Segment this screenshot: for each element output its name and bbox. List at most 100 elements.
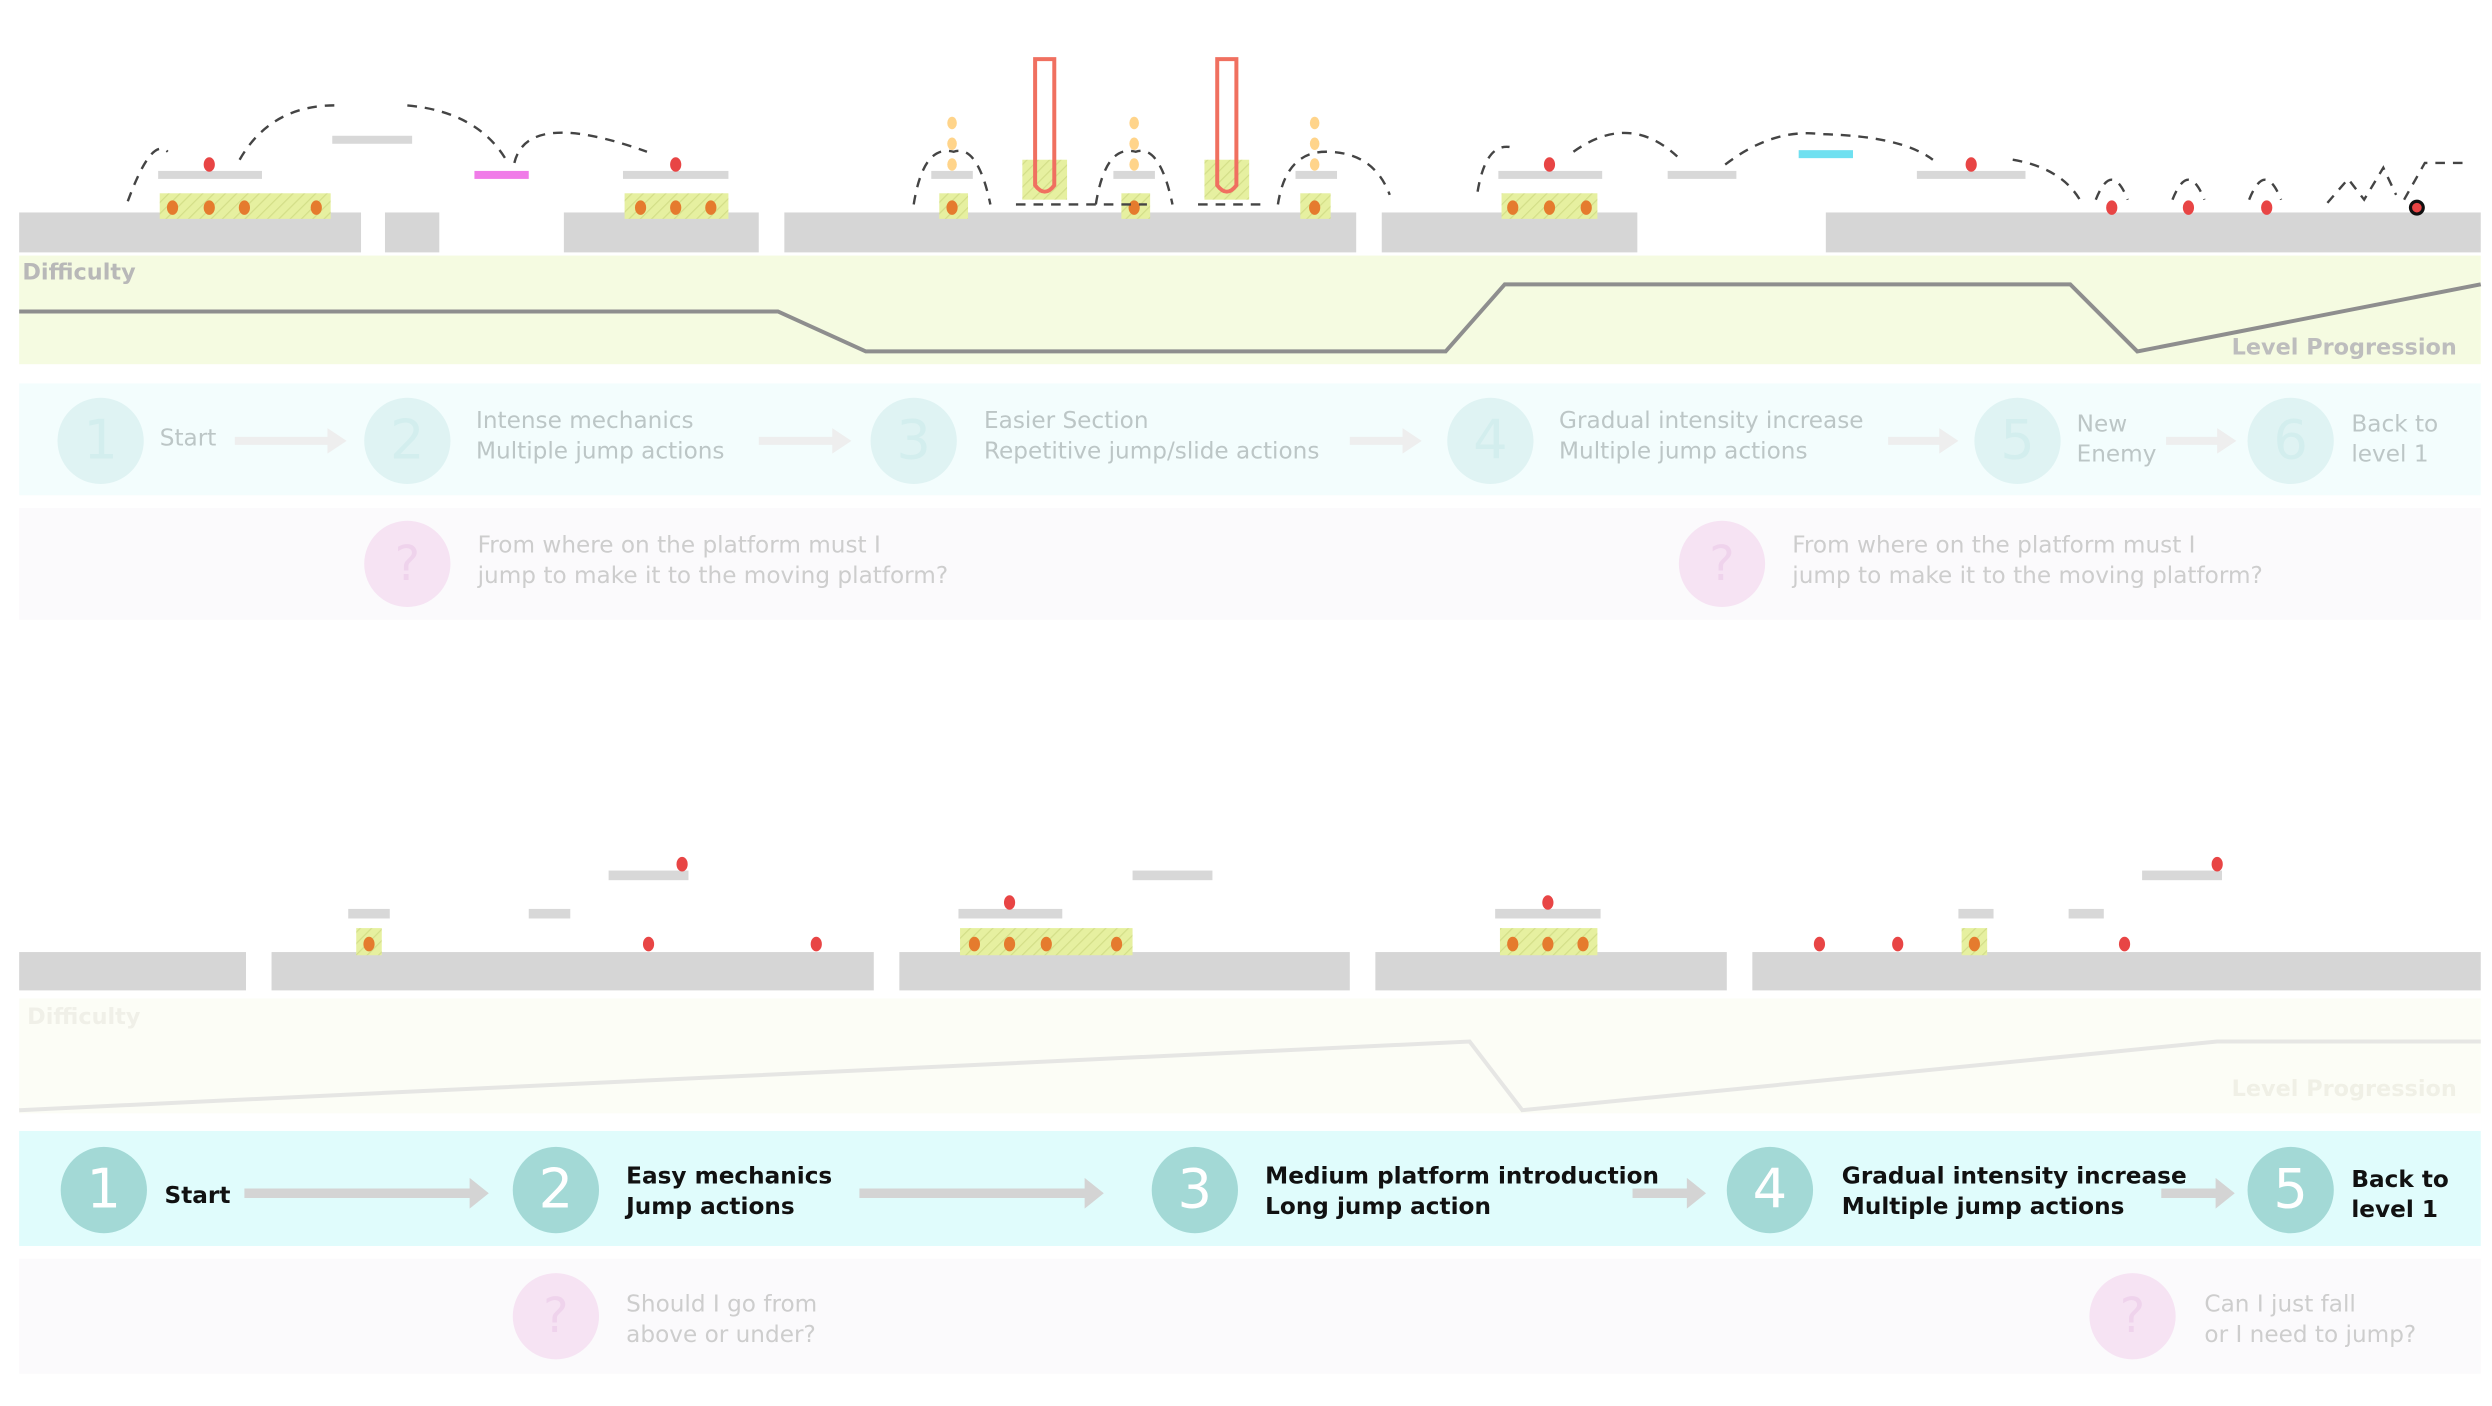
floating-platform bbox=[528, 908, 571, 919]
jump-trajectory bbox=[1276, 150, 1391, 205]
collectible-dot bbox=[1003, 936, 1016, 952]
floating-platform bbox=[1495, 908, 1601, 919]
ground-platform bbox=[19, 952, 246, 991]
enemy-dot bbox=[1543, 157, 1556, 172]
step-number-circle: 6 bbox=[2247, 397, 2334, 485]
floating-platform bbox=[2068, 908, 2104, 919]
top-difficulty-line bbox=[19, 282, 2482, 354]
jump-trajectory bbox=[513, 131, 648, 164]
coin-dot bbox=[1129, 137, 1139, 150]
collectible-dot bbox=[1542, 936, 1554, 952]
floating-platform bbox=[1958, 908, 1994, 919]
step-arrow-head bbox=[832, 428, 852, 454]
collectible-dot bbox=[1309, 200, 1321, 215]
jump-trajectory bbox=[2403, 161, 2468, 201]
enemy-dot bbox=[642, 936, 655, 952]
step-number-circle: 1 bbox=[57, 397, 144, 485]
collectible-dot bbox=[1040, 936, 1052, 952]
floating-platform bbox=[348, 908, 390, 919]
step-number-circle: 4 bbox=[1726, 1146, 1814, 1234]
collectible-dot bbox=[705, 200, 717, 215]
step-arrow-head bbox=[2217, 428, 2237, 454]
collectible-dot bbox=[166, 200, 179, 215]
collectible-dot bbox=[1110, 936, 1123, 952]
bottom-difficulty-label: Difficulty bbox=[27, 1004, 141, 1031]
moving-platform bbox=[474, 170, 529, 179]
collectible-dot bbox=[1580, 200, 1592, 215]
enemy-dot bbox=[2106, 200, 2118, 215]
jump-trajectory bbox=[1572, 131, 1679, 158]
jump-trajectory bbox=[2326, 165, 2398, 204]
ground-platform bbox=[1752, 952, 2481, 991]
step-arrow-head bbox=[469, 1177, 489, 1209]
collectible-dot bbox=[634, 200, 647, 215]
step-arrow-head bbox=[1939, 428, 1959, 454]
question-icon: ? bbox=[1678, 520, 1766, 608]
coin-dot bbox=[1309, 158, 1320, 171]
collectible-dot bbox=[1968, 936, 1980, 952]
coin-dot bbox=[947, 116, 957, 130]
collectible-dot bbox=[1507, 200, 1519, 215]
ground-platform bbox=[384, 212, 440, 253]
ground-platform bbox=[1375, 952, 1727, 991]
ground-platform bbox=[271, 952, 874, 991]
step-number-circle: 5 bbox=[1974, 397, 2061, 485]
crusher-pillar bbox=[1215, 57, 1239, 194]
top-progression-label: Level Progression bbox=[2231, 335, 2457, 362]
collectible-dot bbox=[968, 936, 981, 952]
coin-dot bbox=[1129, 158, 1139, 171]
jump-trajectory bbox=[2012, 158, 2081, 201]
top-difficulty-label: Difficulty bbox=[22, 260, 136, 286]
floating-platform bbox=[158, 170, 262, 179]
floating-platform bbox=[1916, 170, 2026, 179]
floating-platform bbox=[1113, 170, 1155, 179]
collectible-dot bbox=[946, 200, 958, 215]
step-number-circle: 3 bbox=[870, 397, 957, 485]
floating-platform bbox=[2142, 870, 2222, 881]
coin-dot bbox=[1309, 137, 1320, 150]
enemy-dot bbox=[810, 936, 822, 952]
enemy-dot bbox=[2118, 936, 2131, 952]
floating-platform bbox=[1295, 170, 1338, 179]
collectible-dot bbox=[1543, 200, 1556, 215]
ground-platform bbox=[1825, 212, 2481, 253]
collectible-dot bbox=[1577, 936, 1589, 952]
jump-trajectory bbox=[238, 104, 339, 161]
floating-platform bbox=[1498, 170, 1603, 179]
collectible-dot bbox=[1128, 200, 1140, 215]
step-number-circle: 3 bbox=[1151, 1146, 1238, 1234]
step-number-circle: 4 bbox=[1447, 397, 1534, 485]
step-label: Start bbox=[164, 1183, 231, 1210]
enemy-dot bbox=[1813, 936, 1826, 952]
collectible-dot bbox=[1507, 936, 1519, 952]
player-marker bbox=[2408, 199, 2425, 216]
coin-dot bbox=[1309, 116, 1320, 130]
enemy-dot bbox=[2182, 200, 2195, 215]
enemy-dot bbox=[203, 157, 215, 172]
enemy-dot bbox=[1542, 895, 1554, 910]
step-number-circle: 1 bbox=[60, 1146, 147, 1234]
bottom-questions-band bbox=[19, 1258, 2481, 1374]
question-icon: ? bbox=[512, 1273, 600, 1360]
enemy-dot bbox=[1892, 936, 1904, 952]
bottom-progression-label: Level Progression bbox=[2231, 1076, 2457, 1103]
moving-platform bbox=[1798, 150, 1853, 159]
floating-platform bbox=[332, 135, 413, 144]
floating-platform bbox=[1132, 870, 1213, 881]
question-icon: ? bbox=[2089, 1273, 2176, 1360]
enemy-dot bbox=[1965, 157, 1977, 172]
step-arrow-head bbox=[327, 428, 347, 454]
step-arrow-head bbox=[1686, 1177, 1707, 1209]
jump-trajectory bbox=[407, 104, 510, 164]
collectible-dot bbox=[238, 200, 250, 215]
